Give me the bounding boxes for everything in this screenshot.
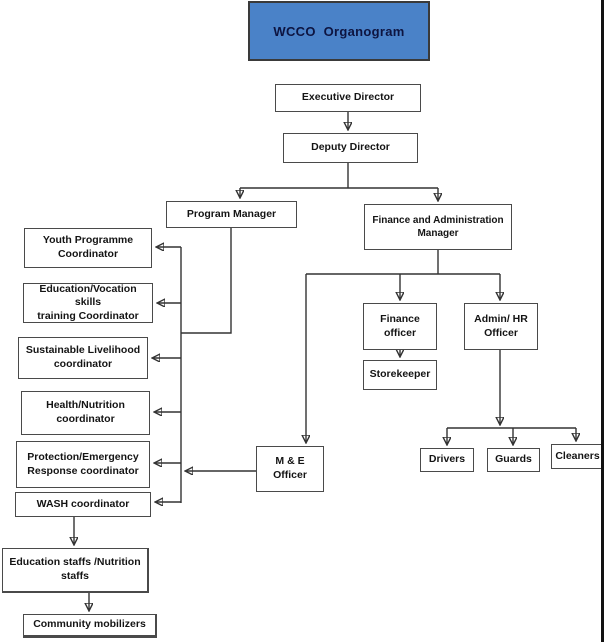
page-right-border xyxy=(601,0,604,642)
node-program-manager: Program Manager xyxy=(166,201,297,228)
node-deputy-director: Deputy Director xyxy=(283,133,418,163)
node-youth-programme-coordinator: Youth Programme Coordinator xyxy=(24,228,152,268)
node-me-officer: M & E Officer xyxy=(256,446,324,492)
node-cleaners: Cleaners xyxy=(551,444,604,469)
node-protection-emergency-coordinator: Protection/Emergency Response coordinato… xyxy=(16,441,150,488)
node-sustainable-livelihood-coordinator: Sustainable Livelihood coordinator xyxy=(18,337,148,379)
node-admin-hr-officer: Admin/ HR Officer xyxy=(464,303,538,350)
node-education-vocation-coordinator: Education/Vocation skills training Coord… xyxy=(23,283,153,323)
node-wash-coordinator: WASH coordinator xyxy=(15,492,151,517)
node-executive-director: Executive Director xyxy=(275,84,421,112)
node-storekeeper: Storekeeper xyxy=(363,360,437,390)
node-education-nutrition-staffs: Education staffs /Nutrition staffs xyxy=(2,548,149,593)
node-finance-officer: Finance officer xyxy=(363,303,437,350)
node-finance-admin-manager: Finance and Administration Manager xyxy=(364,204,512,250)
chart-title: WCCO Organogram xyxy=(248,1,430,61)
node-health-nutrition-coordinator: Health/Nutrition coordinator xyxy=(21,391,150,435)
node-community-mobilizers: Community mobilizers xyxy=(23,614,157,638)
node-guards: Guards xyxy=(487,448,540,472)
node-drivers: Drivers xyxy=(420,448,474,472)
